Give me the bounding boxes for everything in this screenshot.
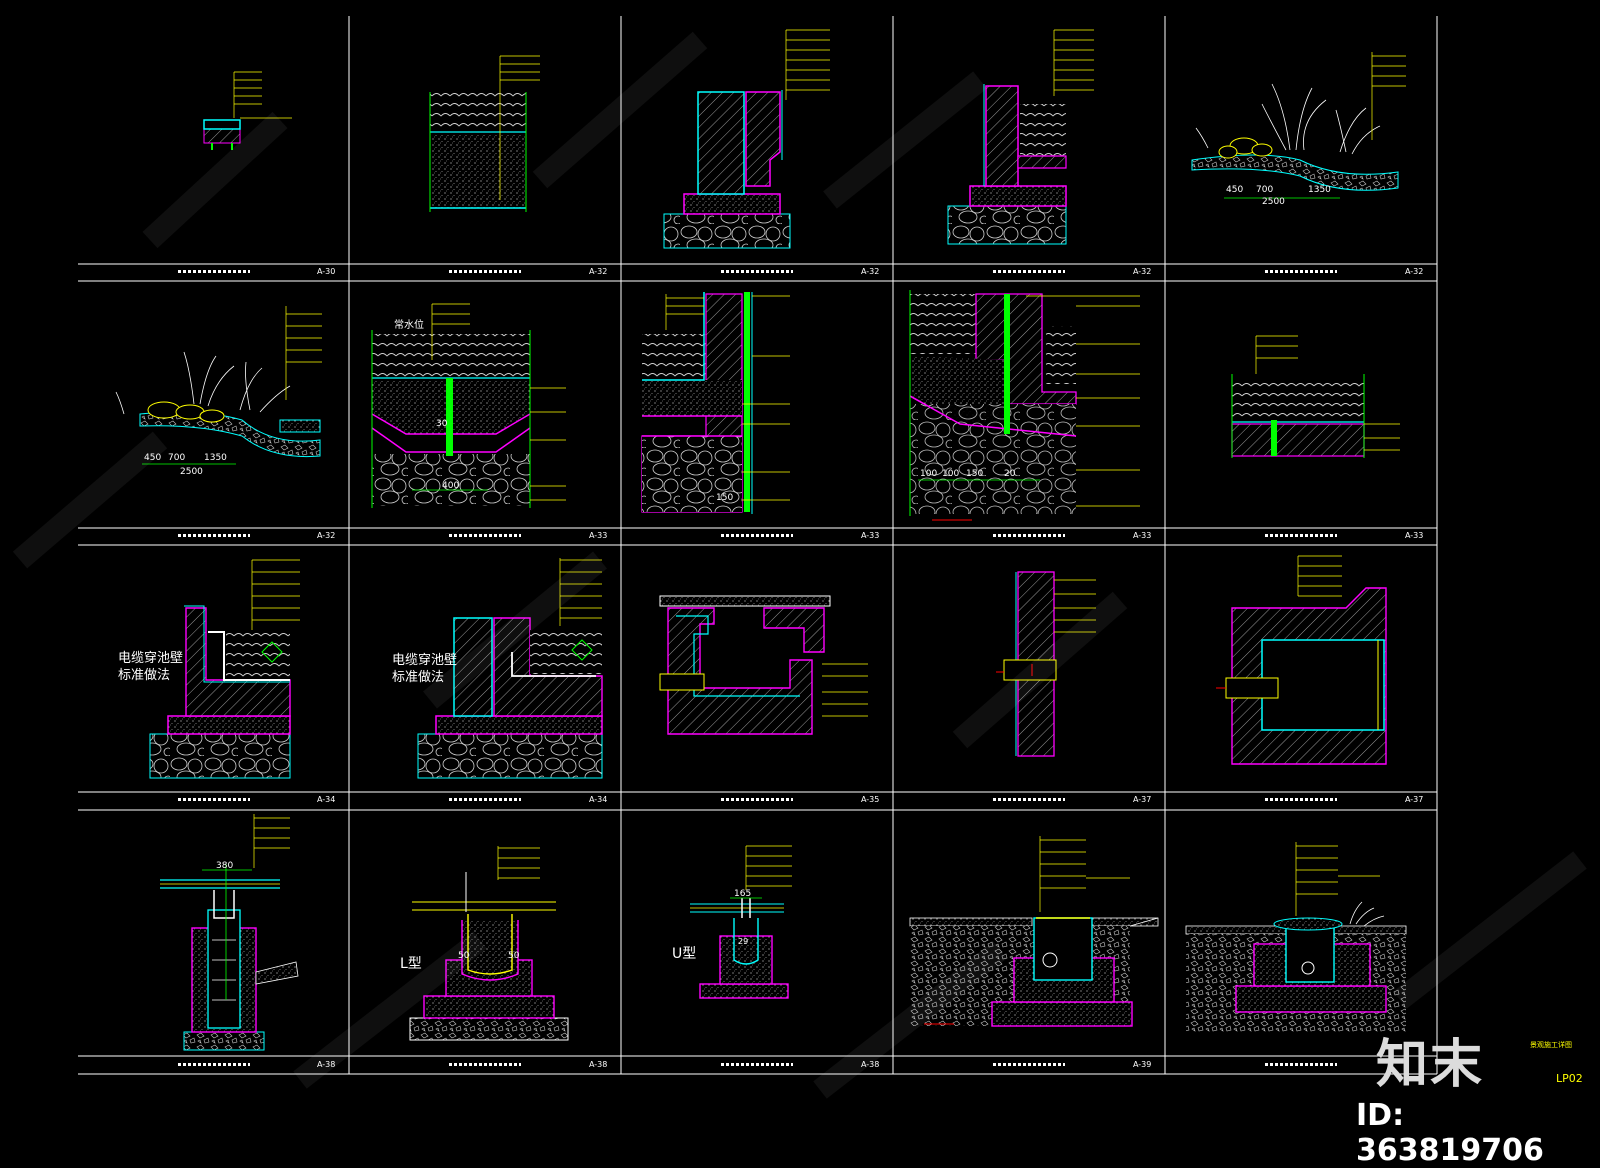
panel-ref-12: A-34 — [589, 795, 608, 804]
panel-ref-3: A-32 — [861, 267, 880, 276]
panel-title-bar-7 — [449, 534, 521, 537]
dim-700-r2: 700 — [168, 453, 185, 463]
cable-note-2: 电缆穿池壁 标准做法 — [392, 653, 458, 685]
dim-29: 29 — [738, 937, 748, 946]
panel-ref-11: A-34 — [317, 795, 336, 804]
panel-ref-16: A-38 — [317, 1060, 336, 1069]
detail-floor-joint-a33 — [1231, 335, 1400, 458]
panel-ref-10: A-33 — [1405, 531, 1424, 540]
detail-pool-wall-a33-1 — [641, 292, 790, 514]
panel-title-bar-1 — [177, 270, 250, 273]
panel-ref-14: A-37 — [1133, 795, 1152, 804]
panel-title-bar-18 — [721, 1063, 793, 1066]
brand-watermark: 知末 — [1376, 1035, 1485, 1095]
panel-title-bar-4 — [993, 270, 1065, 273]
detail-planted-drain — [1185, 842, 1407, 1032]
detail-pool-wall-a32-1 — [663, 29, 830, 249]
detail-pool-wall-a33-2 — [909, 290, 1140, 521]
sheet-number: LP02 — [1556, 1072, 1583, 1085]
detail-box-culvert-a35 — [659, 595, 868, 735]
panel-title-bar-15 — [1265, 798, 1337, 801]
panel-ref-17: A-38 — [589, 1060, 608, 1069]
panel-ref-13: A-35 — [861, 795, 880, 804]
cable-note-1: 电缆穿池壁 标准做法 — [118, 651, 184, 683]
panel-title-bar-6 — [177, 534, 250, 537]
detail-pool-bottom-pipe-a33 — [371, 303, 566, 508]
dim-150-b: 150 — [966, 469, 983, 479]
dim-1350-r1: 1350 — [1308, 185, 1331, 195]
sheet-name: 景观施工详图 — [1530, 1041, 1572, 1049]
detail-edge-a30 — [203, 71, 292, 150]
u-type-label: U型 — [672, 946, 696, 962]
panel-title-bar-8 — [721, 534, 793, 537]
dim-380: 380 — [216, 861, 233, 871]
dim-400: 400 — [442, 481, 459, 491]
panel-title-bar-19 — [993, 1063, 1065, 1066]
dim-20: 20 — [1004, 469, 1016, 479]
detail-deep-drain-a38-1 — [160, 814, 299, 1051]
panel-title-bar-3 — [721, 270, 793, 273]
panel-ref-6: A-32 — [317, 531, 336, 540]
dim-450-r2: 450 — [144, 453, 161, 463]
water-level-label: 常水位 — [394, 318, 424, 331]
panel-title-bar-9 — [993, 534, 1065, 537]
panel-title-bar-20 — [1265, 1063, 1337, 1066]
panel-ref-15: A-37 — [1405, 795, 1424, 804]
detail-l-drain-a38-2 — [409, 846, 569, 1041]
dim-2500-r2: 2500 — [180, 467, 203, 477]
detail-cable-wall-a34-2 — [417, 558, 603, 779]
panel-ref-7: A-33 — [589, 531, 608, 540]
panel-title-bar-5 — [1265, 270, 1337, 273]
dim-100-b: 100 — [942, 469, 959, 479]
detail-planted-shore-a32-2 — [115, 306, 322, 465]
dim-30: 30 — [436, 419, 448, 429]
dim-700-r1: 700 — [1256, 185, 1273, 195]
dim-1350-r2: 1350 — [204, 453, 227, 463]
panel-title-bar-10 — [1265, 534, 1337, 537]
panel-ref-9: A-33 — [1133, 531, 1152, 540]
detail-cable-wall-a34-1 — [149, 559, 300, 779]
dim-165: 165 — [734, 889, 751, 899]
detail-wall-sleeve-a37-1 — [996, 571, 1096, 757]
detail-paving-drain-a39 — [909, 836, 1159, 1027]
panel-title-bar-12 — [449, 798, 521, 801]
l-type-label: L型 — [400, 956, 422, 972]
panel-title-bar-11 — [177, 798, 250, 801]
panel-ref-5: A-32 — [1405, 267, 1424, 276]
panel-title-bar-16 — [177, 1063, 250, 1066]
panel-ref-2: A-32 — [589, 267, 608, 276]
dim-100-a: 100 — [920, 469, 937, 479]
panel-ref-18: A-38 — [861, 1060, 880, 1069]
panel-title-bar-14 — [993, 798, 1065, 801]
panel-title-bar-13 — [721, 798, 793, 801]
dim-2500-r1: 2500 — [1262, 197, 1285, 207]
detail-u-drain-a38-3 — [690, 845, 792, 999]
detail-channel-box-a37-2 — [1216, 555, 1387, 765]
dim-450-r1: 450 — [1226, 185, 1243, 195]
panel-ref-8: A-33 — [861, 531, 880, 540]
dim-50-b: 50 — [508, 951, 520, 961]
dim-50-a: 50 — [458, 951, 470, 961]
panel-ref-19: A-39 — [1133, 1060, 1152, 1069]
drawing-frame — [78, 16, 1438, 1075]
detail-pool-wall-a32-2 — [947, 29, 1094, 245]
panel-ref-4: A-32 — [1133, 267, 1152, 276]
watermark-lines — [12, 31, 1587, 1099]
detail-planted-shore-a32 — [1191, 52, 1406, 199]
panel-title-bar-17 — [449, 1063, 521, 1066]
panel-title-bar-2 — [449, 270, 521, 273]
panel-ref-1: A-30 — [317, 267, 336, 276]
dim-150-a: 150 — [716, 493, 733, 503]
detail-pool-bottom-a32 — [429, 55, 540, 212]
